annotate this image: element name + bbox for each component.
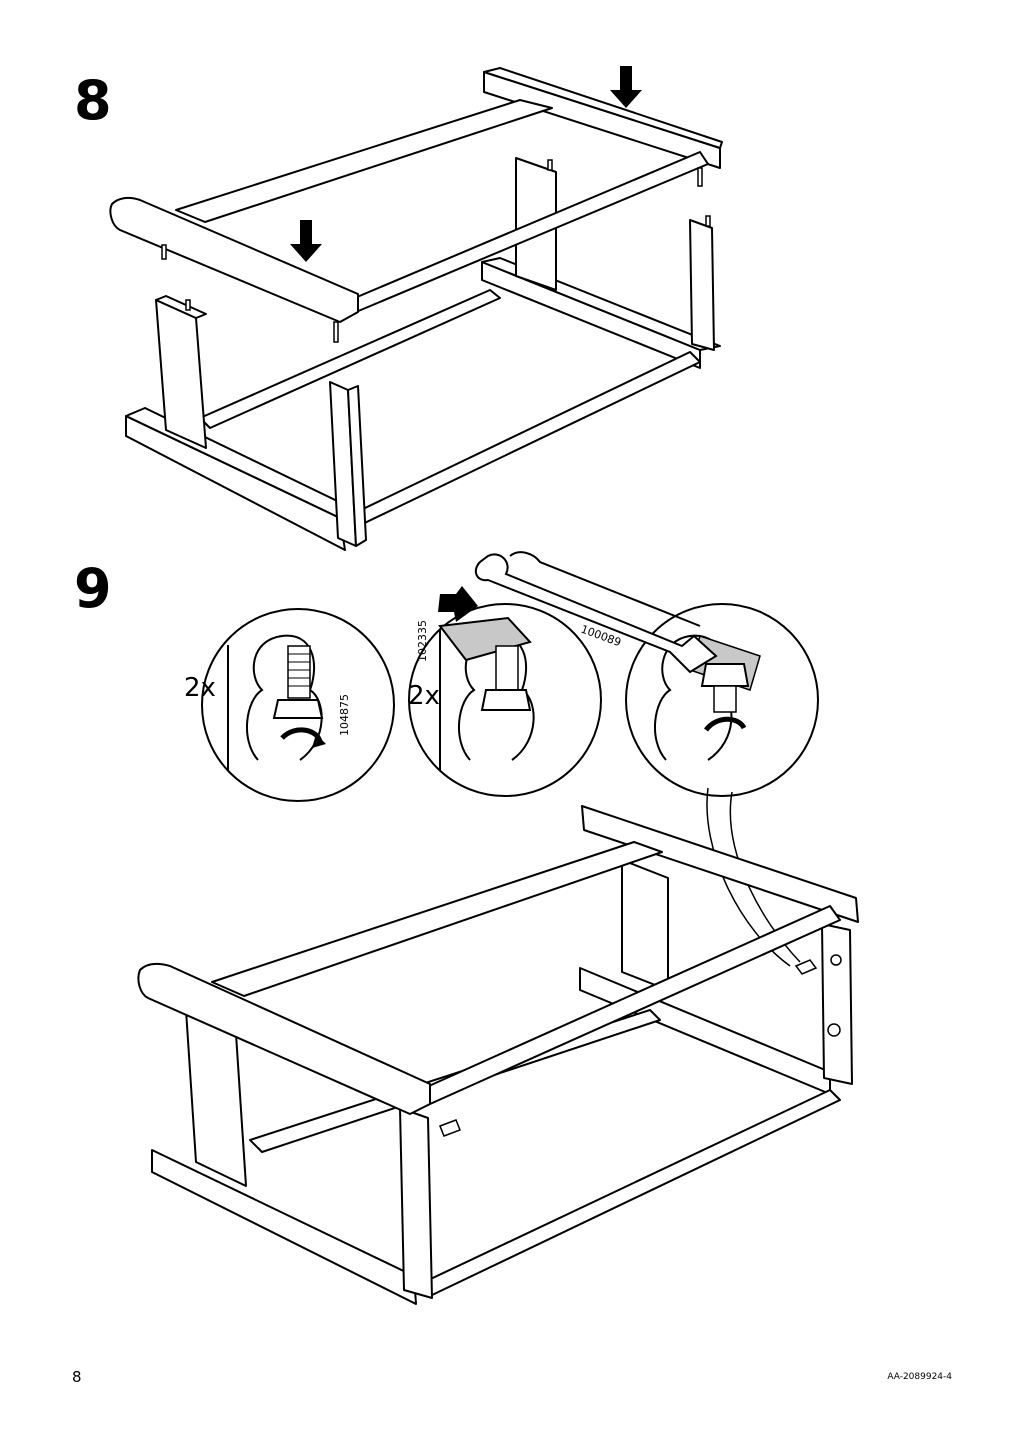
bolt-icon — [287, 645, 311, 699]
front-arm-rail-2 — [137, 962, 431, 1115]
detail-circle-1 — [201, 608, 395, 802]
front-arm-rail — [109, 196, 359, 323]
bolt-icon — [713, 685, 737, 713]
down-arrow-icon — [438, 586, 478, 622]
part-number-104875: 104875 — [338, 694, 351, 736]
wrench-icon — [474, 553, 718, 674]
quantity-label-2: 2x — [408, 681, 440, 711]
step-9-illustration: 2x 104875 2x 102335 100089 — [137, 551, 859, 1305]
step-number-9: 9 — [74, 557, 112, 620]
washer-icon — [794, 959, 818, 975]
detail-circle-2 — [408, 586, 602, 797]
page-number: 8 — [72, 1368, 82, 1386]
step-8-illustration — [109, 66, 723, 551]
bolt-icon — [495, 645, 519, 691]
back-right-leg-2 — [821, 923, 853, 1085]
top-back-rail-2 — [581, 805, 859, 923]
front-right-leg-2 — [399, 1107, 433, 1299]
front-bottom-rail-2 — [151, 1149, 417, 1305]
back-right-leg — [689, 219, 715, 351]
rotate-arrow-icon — [703, 716, 747, 732]
document-code: AA-2089924-4 — [887, 1372, 952, 1382]
quantity-label-1: 2x — [184, 673, 216, 703]
back-left-leg-2 — [621, 859, 669, 991]
step-number-8: 8 — [74, 69, 112, 132]
part-number-102335: 102335 — [416, 620, 429, 662]
nut-icon — [272, 699, 324, 719]
nut-icon — [480, 689, 532, 711]
washer-icon — [438, 616, 532, 662]
detail-circle-3 — [625, 603, 819, 797]
nut-icon — [700, 663, 750, 687]
down-arrow-icon — [290, 66, 642, 262]
